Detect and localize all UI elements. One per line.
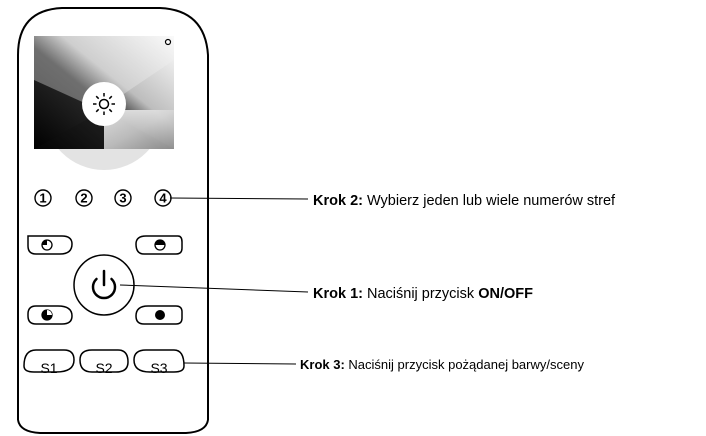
full-circle-icon <box>155 310 165 320</box>
scene-button-s1[interactable]: S1 <box>23 349 75 376</box>
scene-button-s2[interactable]: S2 <box>79 349 129 376</box>
step-text: Wybierz jeden lub wiele numerów stref <box>362 193 616 209</box>
preset-button-top-left[interactable] <box>27 235 73 255</box>
step-emphasis: ON/OFF <box>478 286 533 302</box>
power-button[interactable] <box>73 254 135 316</box>
callout-line-step2 <box>169 197 309 200</box>
zone-label: 1 <box>39 191 46 206</box>
remote-body-bottom <box>17 419 209 434</box>
step-label: Krok 1: <box>313 286 363 302</box>
half-circle-icon <box>41 239 53 251</box>
preset-button-bottom-left[interactable] <box>27 305 73 325</box>
step-text: Naciśnij przycisk pożądanej barwy/sceny <box>344 357 584 372</box>
three-quarter-circle-icon <box>41 309 53 321</box>
scene-label: S1 <box>40 360 57 376</box>
zone-button-1[interactable]: 1 <box>34 189 52 207</box>
remote-body <box>17 7 209 420</box>
preset-button-bottom-right[interactable] <box>135 305 183 325</box>
power-icon <box>91 269 117 300</box>
zone-label: 3 <box>119 191 126 206</box>
scene-button-s3[interactable]: S3 <box>133 349 185 376</box>
scene-label: S2 <box>95 360 112 376</box>
zone-button-4[interactable]: 4 <box>154 189 172 207</box>
brightness-button[interactable] <box>82 82 126 126</box>
sun-icon <box>93 93 115 115</box>
step-label: Krok 2: <box>313 193 363 209</box>
half-circle-icon <box>154 239 166 251</box>
callout-line-step3 <box>183 362 297 365</box>
step-label: Krok 3: <box>300 357 345 372</box>
zone-label: 2 <box>80 191 87 206</box>
preset-button-top-right[interactable] <box>135 235 183 255</box>
scene-label: S3 <box>150 360 167 376</box>
indicator-dot <box>164 38 172 46</box>
zone-button-2[interactable]: 2 <box>75 189 93 207</box>
instruction-step-3: Krok 3: Naciśnij przycisk pożądanej barw… <box>300 357 584 372</box>
step-text: Naciśnij przycisk <box>362 286 479 302</box>
instruction-step-1: Krok 1: Naciśnij przycisk ON/OFF <box>313 286 533 302</box>
zone-label: 4 <box>159 191 167 206</box>
instruction-step-2: Krok 2: Wybierz jeden lub wiele numerów … <box>313 193 615 209</box>
zone-button-3[interactable]: 3 <box>114 189 132 207</box>
callout-line-step1 <box>119 284 309 293</box>
